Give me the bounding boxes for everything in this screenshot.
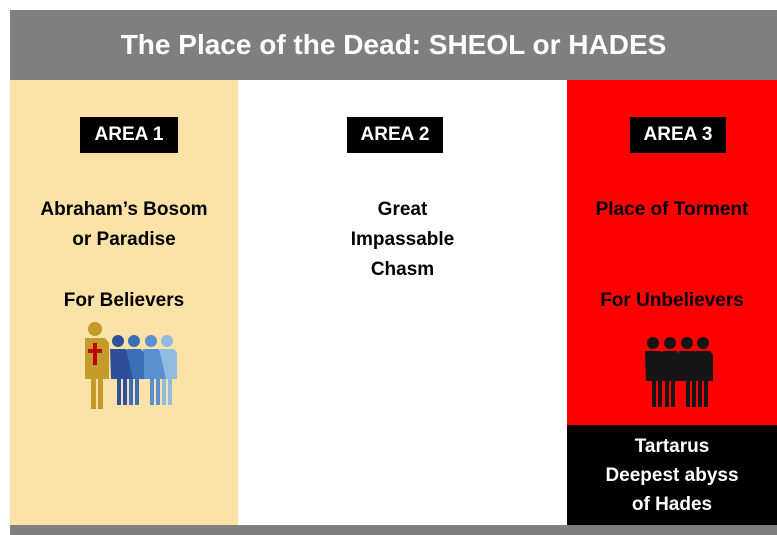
- title-bar: The Place of the Dead: SHEOL or HADES: [10, 10, 777, 80]
- area-3-description: Place of Torment: [567, 195, 777, 225]
- cross-icon: [88, 343, 102, 365]
- area-2-line: Chasm: [370, 259, 435, 280]
- tartarus-line: Deepest abyss: [605, 464, 739, 486]
- area-3-line: Place of Torment: [595, 199, 749, 220]
- tartarus-line: of Hades: [631, 493, 713, 515]
- area-1-line: Abraham’s Bosom: [40, 199, 208, 220]
- area-1-panel: AREA 1 Abraham’s Bosom or Paradise For B…: [10, 80, 238, 525]
- area-2-badge: AREA 2: [347, 117, 443, 153]
- area-1-line: or Paradise: [72, 229, 176, 250]
- believer-figure-gold: [85, 322, 109, 409]
- area-3-panel: AREA 3 Place of Torment For Unbelievers: [567, 80, 777, 525]
- unbeliever-figure: [660, 337, 680, 407]
- area-2-panel: AREA 2 Great Impassable Chasm: [238, 80, 567, 525]
- area-3-badge: AREA 3: [630, 117, 726, 153]
- tartarus-box: Tartarus Deepest abyss of Hades: [567, 425, 777, 525]
- area-1-note: For Believers: [63, 290, 185, 311]
- unbeliever-figure: [645, 337, 668, 407]
- tartarus-line: Tartarus: [634, 435, 710, 457]
- believer-figure-dark: [110, 335, 133, 405]
- bottom-bar: [10, 525, 777, 535]
- believer-figure-mid: [143, 335, 166, 405]
- believers-group-icon: [85, 322, 177, 409]
- page-title: The Place of the Dead: SHEOL or HADES: [120, 29, 667, 60]
- area-1-description: Abraham’s Bosom or Paradise: [10, 195, 238, 255]
- area-2-description: Great Impassable Chasm: [238, 195, 567, 285]
- area-3-note: For Unbelievers: [600, 290, 744, 311]
- unbelievers-group-icon: [645, 337, 713, 407]
- area-2-line: Great: [377, 199, 428, 220]
- unbeliever-figure: [679, 337, 702, 407]
- area-1-badge: AREA 1: [80, 117, 178, 153]
- area-2-line: Impassable: [350, 229, 455, 250]
